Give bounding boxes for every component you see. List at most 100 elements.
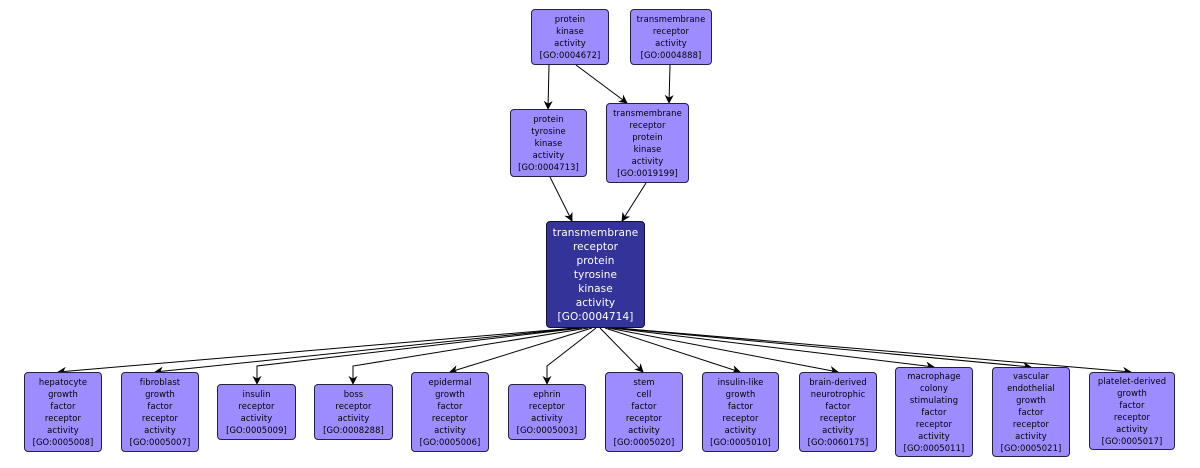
edge-GO0004714-to-GO0005008 bbox=[57, 327, 576, 376]
term-id: [GO:0004713] bbox=[518, 162, 579, 172]
edge-GO0004714-to-GO0005007 bbox=[154, 327, 579, 376]
edge-GO0019199-to-GO0004714 bbox=[621, 182, 647, 222]
term-label-line: colony bbox=[919, 383, 949, 393]
edge-GO0004714-to-GO0005021 bbox=[614, 327, 1032, 371]
term-label-line: activity bbox=[531, 413, 563, 423]
term-label-line: protein bbox=[533, 114, 564, 124]
term-id: [GO:0005008] bbox=[32, 437, 94, 447]
term-label-line: transmembrane bbox=[613, 108, 682, 118]
term-label-line: activity bbox=[575, 296, 616, 309]
term-label-line: hepatocyte bbox=[38, 377, 88, 387]
term-label-line: protein bbox=[576, 254, 615, 267]
edge-GO0004672-to-GO0019199 bbox=[575, 64, 628, 104]
term-node-go0004888[interactable]: transmembrane receptor activity [GO:0004888… bbox=[630, 9, 712, 65]
term-id: [GO:0005007] bbox=[129, 437, 191, 447]
term-label-line: receptor bbox=[722, 413, 759, 423]
term-id: [GO:0019199] bbox=[617, 168, 678, 178]
term-label-line: receptor bbox=[625, 413, 663, 423]
term-id: [GO:0005010] bbox=[710, 437, 771, 447]
term-label-line: transmembrane bbox=[636, 14, 706, 24]
term-label-line: insulin-like bbox=[717, 377, 764, 387]
term-id: [GO:0005020] bbox=[613, 437, 675, 447]
term-label-line: kinase bbox=[578, 282, 613, 295]
term-label-line: stem bbox=[633, 377, 655, 387]
edge-GO0004714-to-GO0005017 bbox=[617, 327, 1132, 376]
term-label-line: stimulating bbox=[909, 395, 959, 405]
term-label-line: brain-derived bbox=[809, 377, 867, 387]
edge-GO0004714-to-GO0005010 bbox=[604, 327, 741, 374]
term-label-line: growth bbox=[48, 389, 78, 399]
term-label-line: receptor bbox=[915, 419, 953, 429]
term-label-line: protein bbox=[632, 132, 663, 142]
term-node-go0004672[interactable]: protein kinase activity [GO:0004672] bbox=[531, 9, 609, 65]
term-label-line: transmembrane bbox=[552, 226, 639, 239]
term-label-line: receptor bbox=[528, 401, 566, 411]
term-label-line: factor bbox=[631, 401, 657, 411]
term-label-line: protein bbox=[554, 14, 586, 24]
term-label-line: activity bbox=[822, 425, 854, 435]
term-label-line: activity bbox=[47, 425, 79, 435]
term-label-line: growth bbox=[1016, 395, 1046, 405]
term-label-line: receptor bbox=[141, 413, 179, 423]
term-label-line: receptor bbox=[652, 26, 690, 36]
term-label-line: factor bbox=[921, 407, 947, 417]
term-node-go0005020[interactable]: stem cell factor receptor activity [GO:000502… bbox=[605, 372, 683, 452]
term-label-line: activity bbox=[144, 425, 176, 435]
term-id: [GO:0004672] bbox=[539, 50, 601, 60]
term-label-line: receptor bbox=[1012, 419, 1050, 429]
term-label-line: kinase bbox=[534, 138, 563, 148]
term-label-line: epidermal bbox=[428, 377, 472, 387]
term-id: [GO:0005006] bbox=[419, 437, 481, 447]
term-label-line: tyrosine bbox=[531, 126, 566, 136]
term-id: [GO:0005003] bbox=[516, 425, 578, 435]
term-label-line: activity bbox=[337, 413, 370, 423]
edge-GO0004713-to-GO0004714 bbox=[549, 176, 573, 222]
term-label-line: activity bbox=[628, 425, 660, 435]
edge-GO0004714-to-GO0060175 bbox=[607, 327, 839, 375]
edge-GO0004714-to-GO0008288 bbox=[348, 327, 589, 385]
term-label-line: receptor bbox=[819, 413, 857, 423]
edge-GO0004714-to-GO0005011 bbox=[611, 327, 935, 371]
term-label-line: receptor bbox=[572, 240, 619, 253]
term-label-line: fibroblast bbox=[139, 377, 181, 387]
term-label-line: activity bbox=[724, 425, 757, 435]
term-label-line: activity bbox=[655, 38, 687, 48]
term-label-line: receptor bbox=[44, 413, 82, 423]
edge-GO0004714-to-GO0005020 bbox=[599, 327, 644, 373]
term-id: [GO:0004888] bbox=[640, 50, 702, 60]
term-label-line: activity bbox=[918, 431, 950, 441]
term-id: [GO:0005017] bbox=[1101, 436, 1163, 446]
term-label-line: kinase bbox=[556, 26, 584, 36]
term-label-line: receptor bbox=[238, 401, 275, 411]
term-label-line: receptor bbox=[629, 120, 666, 130]
term-label-line: factor bbox=[1018, 407, 1044, 417]
term-label-line: activity bbox=[1015, 431, 1047, 441]
term-label-line: activity bbox=[554, 38, 586, 48]
term-label-line: kinase bbox=[633, 144, 662, 154]
term-node-go0019199[interactable]: transmembrane receptor protein kinase activi… bbox=[606, 103, 689, 183]
term-label-line: cell bbox=[636, 389, 652, 399]
term-label-line: receptor bbox=[1113, 412, 1151, 422]
edge-GO0004714-to-GO0005009 bbox=[252, 327, 583, 385]
edge-GO0004888-to-GO0019199 bbox=[664, 64, 674, 104]
term-label-line: activity bbox=[631, 156, 664, 166]
term-label-line: growth bbox=[1117, 388, 1147, 398]
term-id: [GO:0005011] bbox=[903, 443, 965, 453]
term-id: [GO:0005021] bbox=[1000, 443, 1062, 453]
term-label-line: factor bbox=[1119, 400, 1145, 410]
term-label-line: factor bbox=[727, 401, 754, 411]
